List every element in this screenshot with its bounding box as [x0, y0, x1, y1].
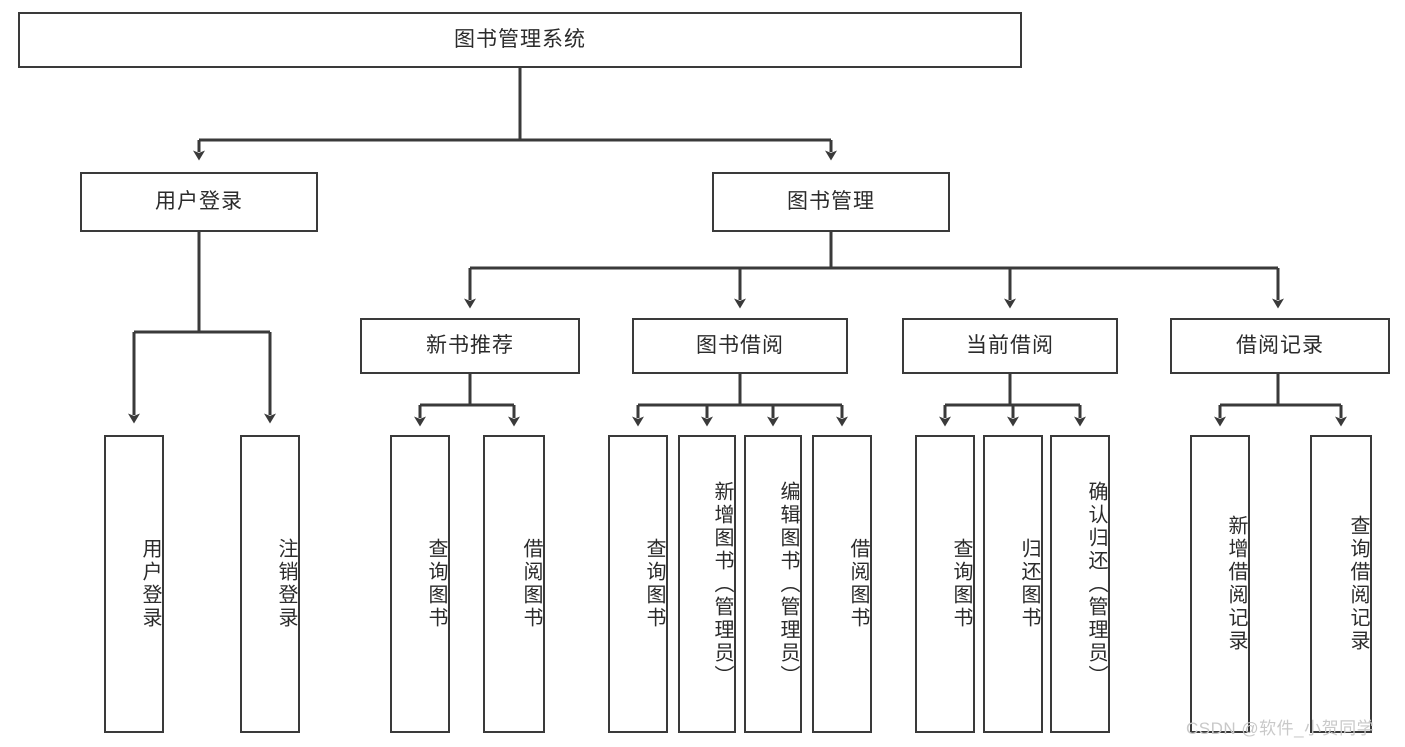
leaf-borrow-book-label: 借阅图书	[847, 538, 869, 630]
watermark: CSDN @软件_小贺同学	[1186, 719, 1375, 738]
node-user-login[interactable]: 用户登录	[80, 172, 318, 232]
leaf-return-book[interactable]: 归还图书	[983, 435, 1043, 733]
leaf-borrow-book-recommend-label: 借阅图书	[520, 538, 542, 630]
node-book-borrow[interactable]: 图书借阅	[632, 318, 848, 374]
leaf-query-book-recommend[interactable]: 查询图书	[390, 435, 450, 733]
node-current-borrow-label: 当前借阅	[966, 334, 1054, 358]
leaf-query-book-current[interactable]: 查询图书	[915, 435, 975, 733]
node-book-management[interactable]: 图书管理	[712, 172, 950, 232]
leaf-user-login[interactable]: 用户登录	[104, 435, 164, 733]
node-current-borrow[interactable]: 当前借阅	[902, 318, 1118, 374]
leaf-confirm-return-admin[interactable]: 确认归还（管理员）	[1050, 435, 1110, 733]
leaf-borrow-book-recommend[interactable]: 借阅图书	[483, 435, 545, 733]
node-new-book-recommend[interactable]: 新书推荐	[360, 318, 580, 374]
node-root-label: 图书管理系统	[454, 28, 586, 52]
leaf-query-book-current-label: 查询图书	[950, 538, 972, 630]
leaf-query-book-recommend-label: 查询图书	[425, 538, 447, 630]
leaf-add-book-admin-label: 新增图书（管理员）	[711, 480, 733, 688]
leaf-query-book-borrow[interactable]: 查询图书	[608, 435, 668, 733]
leaf-user-login-label: 用户登录	[139, 538, 161, 630]
leaf-query-book-borrow-label: 查询图书	[643, 538, 665, 630]
leaf-query-borrow-record-label: 查询借阅记录	[1347, 515, 1369, 653]
leaf-logout-label: 注销登录	[275, 538, 297, 630]
node-book-borrow-label: 图书借阅	[696, 334, 784, 358]
leaf-borrow-book[interactable]: 借阅图书	[812, 435, 872, 733]
leaf-edit-book-admin-label: 编辑图书（管理员）	[777, 480, 799, 688]
node-borrow-record-label: 借阅记录	[1236, 334, 1324, 358]
leaf-add-borrow-record[interactable]: 新增借阅记录	[1190, 435, 1250, 733]
node-book-management-label: 图书管理	[787, 190, 875, 214]
leaf-confirm-return-admin-label: 确认归还（管理员）	[1085, 480, 1107, 688]
node-new-book-recommend-label: 新书推荐	[426, 334, 514, 358]
node-root[interactable]: 图书管理系统	[18, 12, 1022, 68]
leaf-add-book-admin[interactable]: 新增图书（管理员）	[678, 435, 736, 733]
node-borrow-record[interactable]: 借阅记录	[1170, 318, 1390, 374]
leaf-query-borrow-record[interactable]: 查询借阅记录	[1310, 435, 1372, 733]
leaf-edit-book-admin[interactable]: 编辑图书（管理员）	[744, 435, 802, 733]
leaf-return-book-label: 归还图书	[1018, 538, 1040, 630]
leaf-logout[interactable]: 注销登录	[240, 435, 300, 733]
leaf-add-borrow-record-label: 新增借阅记录	[1225, 515, 1247, 653]
node-user-login-label: 用户登录	[155, 190, 243, 214]
